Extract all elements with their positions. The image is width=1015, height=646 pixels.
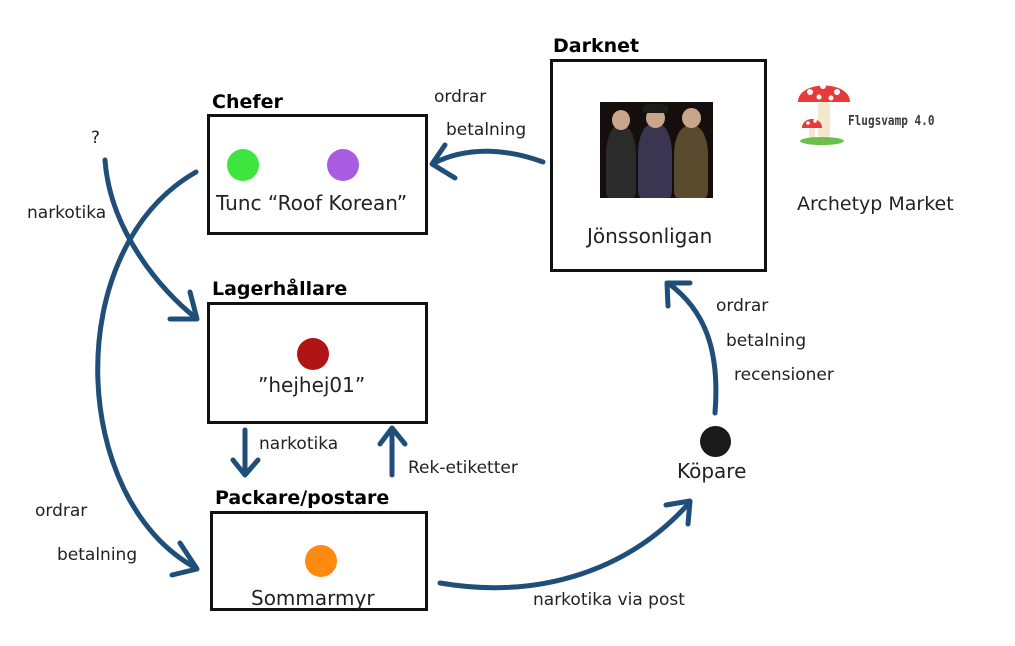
arrow-darknet-to-chefer <box>431 148 546 166</box>
darknet-members: Jönssonligan <box>587 224 713 248</box>
chefer-title: Chefer <box>212 91 283 113</box>
kopare-darknet-label-3: recensioner <box>734 365 834 385</box>
green-dot <box>227 149 259 181</box>
kopare-darknet-label-2: betalning <box>726 331 807 351</box>
chefer-members: Tunc “Roof Korean” <box>216 191 408 215</box>
darknet-chefer-label-2: betalning <box>446 120 527 140</box>
kopare-darknet-label-1: ordrar <box>716 296 769 316</box>
arrow-packare-to-kopare <box>437 499 693 591</box>
arrowhead-lager-to-packare <box>230 457 261 478</box>
jonssonligan-photo <box>600 102 713 198</box>
darknet-box: Jönssonligan <box>550 59 767 272</box>
red-dot <box>297 338 329 370</box>
packare-lager-label: Rek-etiketter <box>408 458 518 478</box>
arrow-kopare-to-darknet <box>665 280 719 416</box>
packare-title: Packare/postare <box>215 487 390 509</box>
lagerhallare-box: ”hejhej01” <box>207 302 428 424</box>
arrow-chefer-to-packare <box>95 169 199 571</box>
chefer-packare-label-2: betalning <box>57 545 138 565</box>
market-name: Archetyp Market <box>797 193 954 215</box>
lagerhallare-members: ”hejhej01” <box>258 373 366 397</box>
arrowhead-packare-to-kopare <box>663 498 693 527</box>
arrow-unknown-to-lagerhallare <box>102 157 199 321</box>
to-lager-label: narkotika <box>27 203 107 223</box>
black-dot <box>700 426 731 457</box>
purple-dot <box>327 149 359 181</box>
arrowhead-chefer-to-packare <box>169 540 200 578</box>
unknown-source-label: ? <box>91 128 101 148</box>
orange-dot <box>305 545 337 577</box>
mushroom-icon <box>798 83 850 145</box>
packare-box: Sommarmyr <box>210 511 428 611</box>
lagerhallare-title: Lagerhållare <box>212 278 348 300</box>
kopare-label: Köpare <box>677 459 747 483</box>
lager-packare-label: narkotika <box>259 434 339 454</box>
darknet-title: Darknet <box>553 35 640 57</box>
arrowhead-packare-to-lager <box>377 425 408 447</box>
chefer-box: Tunc “Roof Korean” <box>207 114 428 235</box>
arrowhead-kopare-to-darknet <box>664 280 693 309</box>
logo-text: Flugsvamp 4.0 <box>848 114 935 129</box>
arrowhead-darknet-to-chefer <box>429 142 458 181</box>
packare-kopare-label: narkotika via post <box>533 590 685 610</box>
arrowhead-unknown-to-lagerhallare <box>167 289 200 322</box>
packare-members: Sommarmyr <box>251 586 375 610</box>
chefer-packare-label-1: ordrar <box>35 501 88 521</box>
darknet-chefer-label-1: ordrar <box>434 87 487 107</box>
